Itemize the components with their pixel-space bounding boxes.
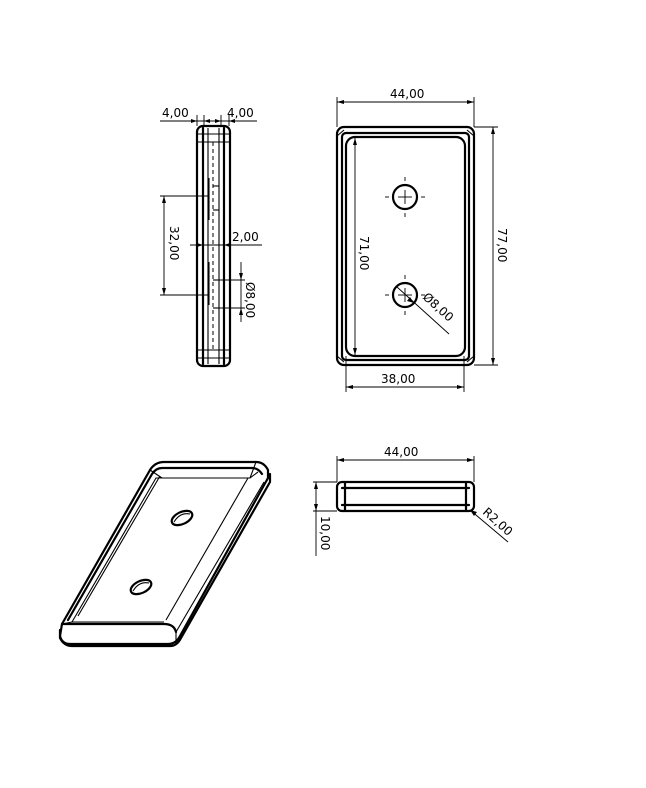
side-right-wall-dim: 4,00 [227, 106, 254, 120]
front-overall-width-dim: 44,00 [384, 445, 418, 459]
top-hole-diameter-dim: Ø8,00 [420, 290, 456, 325]
top-overall-width-dim: 44,00 [390, 87, 424, 101]
iso-hole-1 [170, 509, 194, 527]
top-hole-1 [391, 183, 419, 211]
side-view: 4,00 4,00 32,00 2,00 Ø8,00 [160, 106, 262, 368]
front-view-outline [335, 480, 476, 513]
top-view: Ø8,00 44,00 77,00 71,00 38,00 [335, 87, 509, 392]
side-left-wall-dim: 4,00 [162, 106, 189, 120]
isometric-view [58, 460, 272, 648]
top-hole-2 [391, 281, 419, 309]
top-view-inner-outline [344, 135, 467, 358]
iso-hole-2 [129, 578, 153, 596]
top-inner-length-dim: 71,00 [357, 236, 371, 270]
side-hole-diameter-dim: Ø8,00 [243, 282, 257, 318]
side-hole-spacing-dim: 32,00 [167, 226, 181, 260]
side-floor-thickness-dim: 2,00 [232, 230, 259, 244]
top-inner-width-dim: 38,00 [381, 372, 415, 386]
front-view: 44,00 10,00 R2,00 [313, 445, 515, 556]
top-overall-length-dim: 77,00 [495, 228, 509, 262]
top-view-outer-outline [335, 125, 476, 367]
front-height-dim: 10,00 [318, 516, 332, 550]
